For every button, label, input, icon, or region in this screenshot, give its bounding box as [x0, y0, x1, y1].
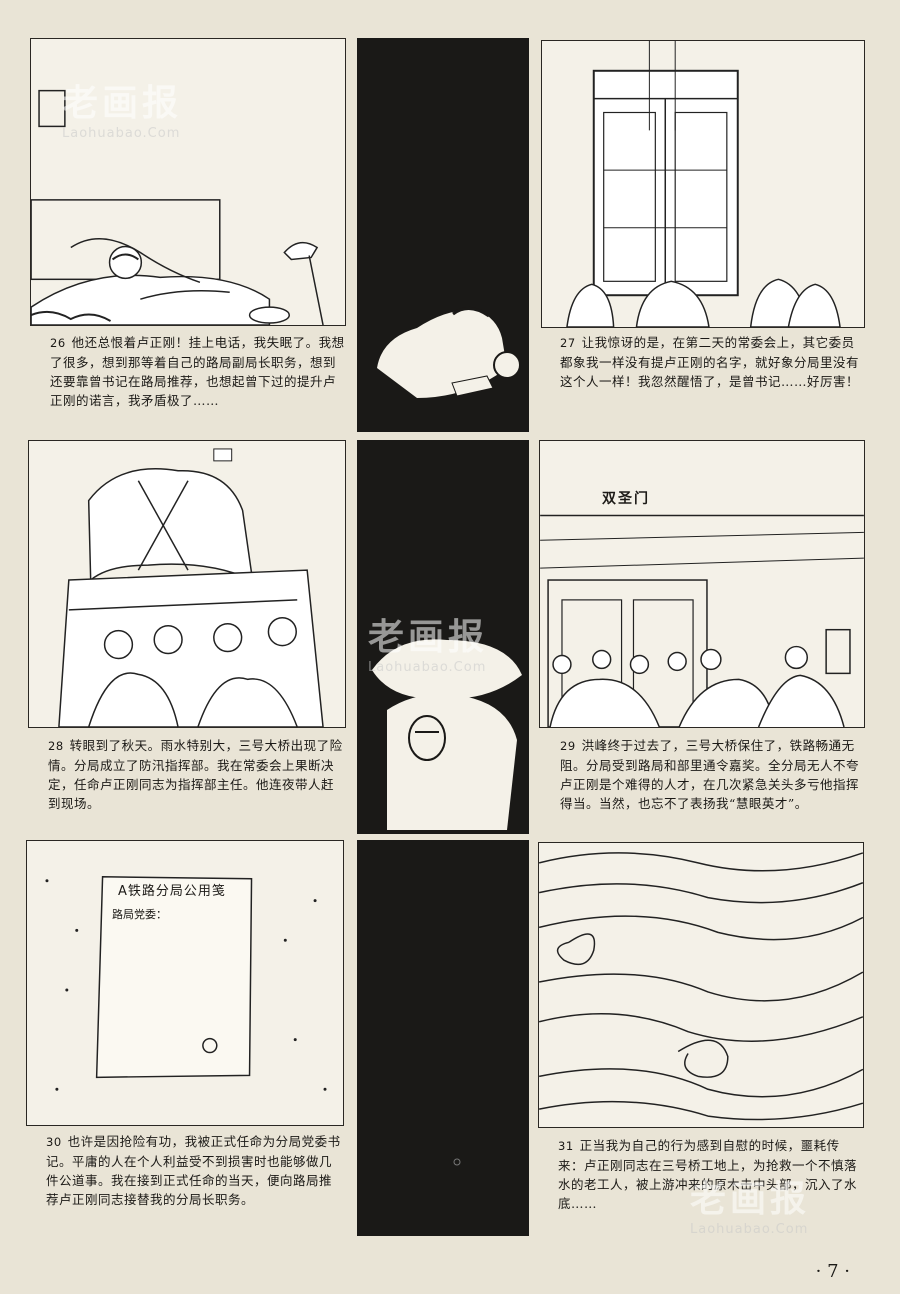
celebration-crowd-drawing	[540, 514, 864, 727]
swirling-water-drawing	[539, 852, 863, 1121]
truck-with-workers-drawing	[58, 448, 324, 727]
caption-text: 转眼到了秋天。雨水特别大，三号大桥出现了险情。分局成立了防汛指挥部。我在常委会上…	[48, 738, 343, 811]
caption-text: 洪峰终于过去了，三号大桥保住了，铁路畅通无阻。分局受到路局和部里通令嘉奖。全分局…	[560, 738, 860, 811]
letter-addressee: 路局党委：	[112, 908, 167, 921]
panel-number: 30	[46, 1135, 62, 1149]
center-column-scene-3	[357, 840, 529, 1236]
panel-26-illustration	[30, 38, 346, 326]
panel-number: 27	[560, 336, 576, 350]
watermark-url: Laohuabao.Com	[690, 1222, 809, 1237]
letterhead-title: A铁路分局公用笺	[118, 884, 226, 899]
caption-text: 也许是因抢险有功，我被正式任命为分局党委书记。平庸的人在个人利益受不到损害时也能…	[46, 1134, 341, 1207]
panel-31-illustration	[538, 842, 864, 1128]
man-carrying-sandbag-drawing	[372, 639, 522, 830]
caption-text: 他还总恨着卢正刚！挂上电话，我失眠了。我想了很多，想到那等着自己的路局副局长职务…	[50, 335, 345, 408]
official-letter-drawing	[45, 875, 327, 1091]
dark-water-drawing	[453, 1158, 461, 1166]
panel-29-illustration	[539, 440, 865, 728]
panel-number: 31	[558, 1139, 574, 1153]
panel-number: 28	[48, 739, 64, 753]
panel-number: 26	[50, 336, 66, 350]
caption-text: 让我惊讶的是，在第二天的常委会上，其它委员都象我一样没有提卢正刚的名字，就好象分…	[560, 335, 860, 389]
page-number: · 7 ·	[815, 1261, 850, 1282]
caption-text: 正当我为自己的行为感到自慰的时候，噩耗传来：卢正刚同志在三号桥工地上，为抢救一个…	[558, 1138, 858, 1211]
committee-meeting-window-drawing	[566, 41, 841, 327]
panel-number: 29	[560, 739, 576, 753]
center-column-scene-2	[357, 440, 529, 834]
man-writing-at-desk-drawing	[377, 307, 521, 398]
panel-27-illustration	[541, 40, 865, 328]
sleepless-man-in-bed-drawing	[31, 89, 324, 325]
door-sign: 双圣门	[602, 491, 650, 507]
panel-30-illustration	[26, 840, 344, 1126]
panel-28-illustration	[28, 440, 346, 728]
center-column-scene-1	[357, 38, 529, 432]
